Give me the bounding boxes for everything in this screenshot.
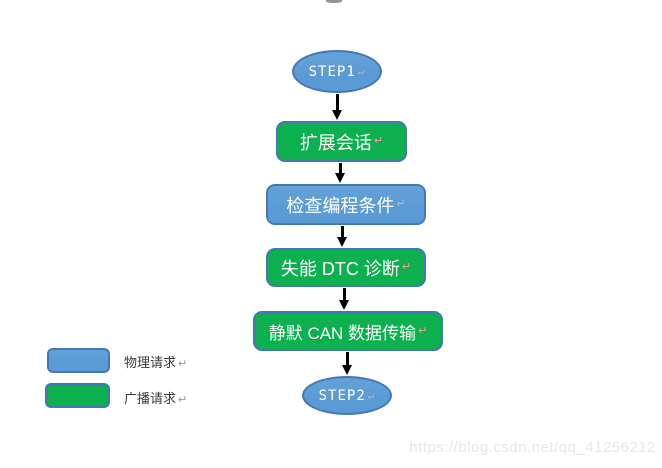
- arrow-stem: [340, 226, 344, 238]
- node-label: STEP2: [318, 387, 366, 404]
- arrow-connector: [331, 94, 343, 120]
- node-label: 扩展会话: [299, 132, 372, 153]
- arrow-stem: [345, 352, 349, 366]
- node-disable-dtc-diagnosis: 失能 DTC 诊断↵: [266, 248, 426, 287]
- legend-text: 物理请求: [124, 355, 177, 370]
- node-extended-session: 扩展会话↵: [276, 121, 407, 162]
- legend-label-broadcast-request: 广播请求↵: [124, 388, 187, 407]
- legend-label-physical-request: 物理请求↵: [124, 352, 187, 371]
- watermark-url: https://blog.csdn.net/qq_41256212: [409, 439, 656, 456]
- arrow-head-icon: [339, 300, 349, 310]
- arrow-head-icon: [335, 173, 345, 183]
- node-label: STEP1: [308, 63, 356, 80]
- node-step1: STEP1↵: [292, 50, 382, 93]
- arrow-stem: [335, 94, 339, 111]
- return-mark: ↵: [401, 261, 412, 273]
- node-label: 静默 CAN 数据传输: [268, 323, 417, 343]
- return-mark: ↵: [178, 394, 188, 406]
- arrow-connector: [341, 352, 353, 375]
- node-label: 检查编程条件: [286, 195, 395, 216]
- return-mark: ↵: [396, 198, 406, 210]
- arrow-connector: [336, 226, 348, 247]
- node-silent-can-transmission: 静默 CAN 数据传输↵: [253, 311, 443, 351]
- node-step2: STEP2↵: [302, 376, 392, 415]
- arrow-stem: [342, 288, 346, 301]
- arrow-head-icon: [337, 237, 347, 247]
- legend-swatch-physical-request: [47, 348, 110, 373]
- arrow-connector: [338, 288, 350, 310]
- return-mark: ↵: [418, 324, 428, 337]
- node-label: 失能 DTC 诊断: [280, 258, 400, 279]
- arrow-head-icon: [342, 365, 352, 375]
- return-mark: ↵: [178, 358, 188, 370]
- node-check-programming-conditions: 检查编程条件↵: [266, 184, 426, 225]
- return-mark: ↵: [367, 389, 376, 402]
- arrow-head-icon: [332, 110, 342, 120]
- legend-swatch-broadcast-request: [45, 383, 110, 408]
- return-mark: ↵: [373, 135, 384, 147]
- return-mark: ↵: [357, 65, 366, 78]
- legend-text: 广播请求: [124, 391, 177, 406]
- arrow-stem: [338, 163, 342, 174]
- arrow-connector: [334, 163, 346, 183]
- cropped-glyph-artifact: [326, 0, 342, 3]
